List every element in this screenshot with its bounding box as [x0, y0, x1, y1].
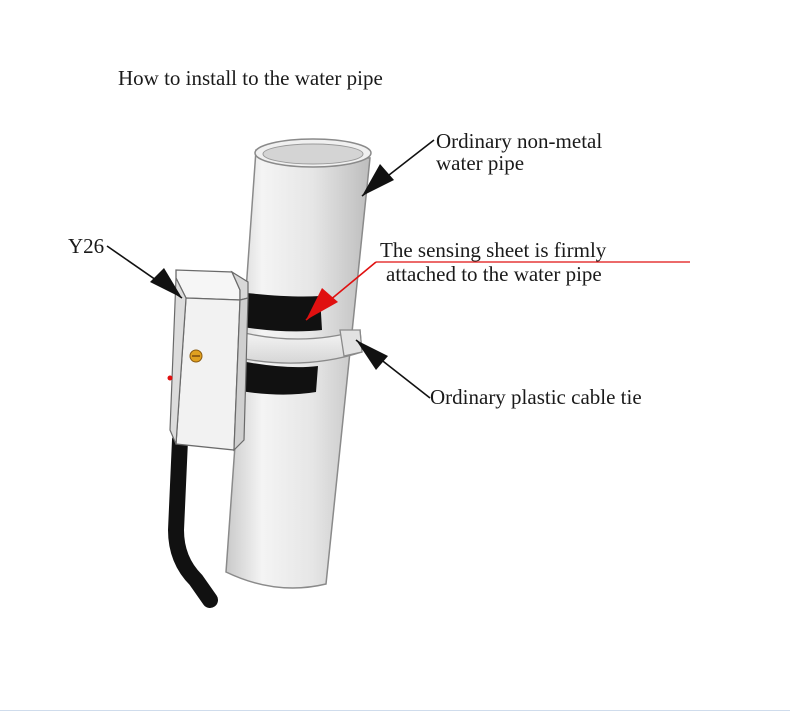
sensor-y26	[167, 269, 249, 452]
sensing-sheet	[234, 292, 322, 395]
sensor-cable	[167, 432, 218, 608]
label-cable-tie: Ordinary plastic cable tie	[430, 385, 642, 409]
label-pipe-line1: Ordinary non-metal	[436, 129, 603, 153]
label-pipe-line2: water pipe	[436, 151, 525, 175]
label-sensing-line2: attached to the water pipe	[386, 262, 602, 286]
label-sensing-line1: The sensing sheet is firmly	[380, 238, 607, 262]
sensor-indicator-dot	[167, 375, 173, 381]
label-y26: Y26	[68, 234, 105, 258]
cable-tie	[229, 329, 363, 364]
bottom-divider	[0, 710, 790, 711]
diagram-title: How to install to the water pipe	[118, 66, 383, 90]
callout-arrows	[106, 139, 690, 399]
